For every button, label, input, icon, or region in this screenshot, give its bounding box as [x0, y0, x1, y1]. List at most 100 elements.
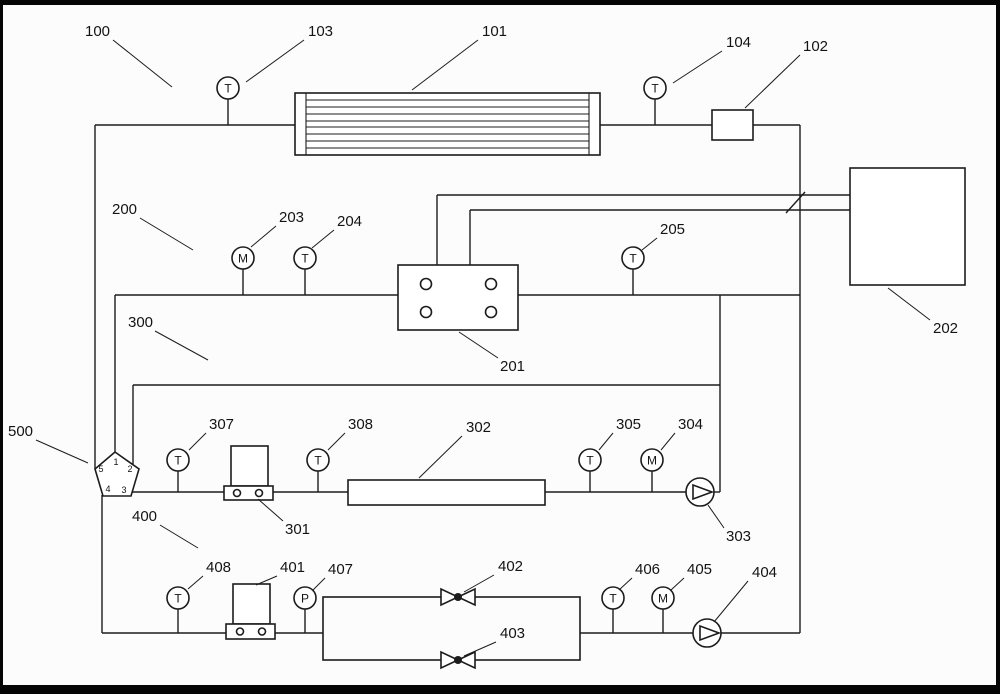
- svg-text:408: 408: [206, 559, 231, 576]
- sensor-408-letter: T: [174, 592, 182, 606]
- reference-labels: 100 103 101 104 102 200 203 204 205 201 …: [8, 23, 958, 657]
- ref-label-500: 500: [8, 423, 89, 464]
- svg-text:300: 300: [128, 314, 153, 331]
- valve-403: [440, 650, 476, 670]
- pump-303: [685, 477, 715, 507]
- ref-label-103: 103: [245, 23, 333, 83]
- svg-text:101: 101: [482, 23, 507, 40]
- ref-label-405: 405: [670, 561, 712, 591]
- ref-label-303: 303: [707, 504, 751, 545]
- valve-port-2: 2: [127, 464, 132, 474]
- ref-label-205: 205: [641, 221, 685, 251]
- svg-text:303: 303: [726, 528, 751, 545]
- ref-label-400: 400: [132, 508, 199, 549]
- svg-text:401: 401: [280, 559, 305, 576]
- ref-label-404: 404: [713, 564, 777, 623]
- svg-text:400: 400: [132, 508, 157, 525]
- sensor-307: T: [166, 448, 190, 492]
- components: 5 1 2 4 3: [94, 92, 966, 670]
- svg-text:406: 406: [635, 561, 660, 578]
- vessel-302: [347, 479, 546, 506]
- svg-text:304: 304: [678, 416, 703, 433]
- sensor-205-letter: T: [629, 252, 637, 266]
- pipe-network: [94, 124, 850, 634]
- valve-port-3: 3: [121, 485, 126, 495]
- svg-text:103: 103: [308, 23, 333, 40]
- sensor-203: M: [231, 246, 255, 295]
- svg-text:301: 301: [285, 521, 310, 538]
- ref-label-201: 201: [458, 331, 525, 375]
- ref-label-300: 300: [128, 314, 209, 361]
- sensor-305-letter: T: [586, 454, 594, 468]
- valve-port-5: 5: [98, 464, 103, 474]
- ref-label-203: 203: [250, 209, 304, 248]
- ref-label-304: 304: [660, 416, 703, 451]
- ref-label-401: 401: [255, 559, 305, 586]
- ref-label-104: 104: [672, 34, 751, 84]
- sensor-103: T: [216, 76, 240, 125]
- svg-text:407: 407: [328, 561, 353, 578]
- box-202: [849, 167, 966, 286]
- sensor-104-letter: T: [651, 82, 659, 96]
- ref-label-406: 406: [618, 561, 660, 591]
- ref-label-202: 202: [887, 287, 958, 337]
- sensor-203-letter: M: [238, 252, 248, 266]
- sensor-406-letter: T: [609, 592, 617, 606]
- svg-text:100: 100: [85, 23, 110, 40]
- component-301: [223, 445, 274, 501]
- ref-label-308: 308: [327, 416, 373, 451]
- svg-text:307: 307: [209, 416, 234, 433]
- ref-label-301: 301: [257, 498, 310, 538]
- sensor-405: M: [651, 586, 675, 633]
- sensor-304: M: [640, 448, 664, 492]
- plate-201: [397, 264, 519, 331]
- ref-label-307: 307: [188, 416, 234, 451]
- sensor-307-letter: T: [174, 454, 182, 468]
- ref-label-305: 305: [598, 416, 641, 451]
- sensor-407: P: [293, 586, 317, 633]
- ref-label-101: 101: [411, 23, 507, 91]
- svg-text:302: 302: [466, 419, 491, 436]
- ref-label-407: 407: [312, 561, 353, 591]
- sensor-305: T: [578, 448, 602, 492]
- svg-text:405: 405: [687, 561, 712, 578]
- valve-port-1: 1: [113, 457, 118, 467]
- sensor-204-letter: T: [301, 252, 309, 266]
- ref-label-302: 302: [418, 419, 491, 479]
- sensor-308-letter: T: [314, 454, 322, 468]
- svg-text:500: 500: [8, 423, 33, 440]
- sensor-104: T: [643, 76, 667, 125]
- instruments: T T M T T T T: [166, 76, 675, 633]
- ref-label-204: 204: [311, 213, 362, 249]
- sensor-405-letter: M: [658, 592, 668, 606]
- five-way-valve-500: 5 1 2 4 3: [94, 450, 140, 497]
- svg-text:308: 308: [348, 416, 373, 433]
- sensor-406: T: [601, 586, 625, 633]
- heat-exchanger-101: [294, 92, 601, 156]
- valve-port-4: 4: [105, 484, 110, 494]
- svg-text:204: 204: [337, 213, 362, 230]
- ref-label-100: 100: [85, 23, 173, 88]
- sensor-408: T: [166, 586, 190, 633]
- svg-text:404: 404: [752, 564, 777, 581]
- svg-text:403: 403: [500, 625, 525, 642]
- ref-label-408: 408: [187, 559, 231, 590]
- sensor-204: T: [293, 246, 317, 295]
- svg-text:104: 104: [726, 34, 751, 51]
- sensor-103-letter: T: [224, 82, 232, 96]
- svg-text:205: 205: [660, 221, 685, 238]
- sensor-407-letter: P: [301, 592, 309, 606]
- bypass-loop: [322, 596, 581, 661]
- svg-text:402: 402: [498, 558, 523, 575]
- svg-text:102: 102: [803, 38, 828, 55]
- sensor-308: T: [306, 448, 330, 492]
- svg-text:202: 202: [933, 320, 958, 337]
- component-102: [711, 109, 754, 141]
- ref-label-403: 403: [463, 625, 525, 657]
- component-401: [225, 583, 276, 640]
- sensor-304-letter: M: [647, 454, 657, 468]
- pump-404: [692, 618, 722, 648]
